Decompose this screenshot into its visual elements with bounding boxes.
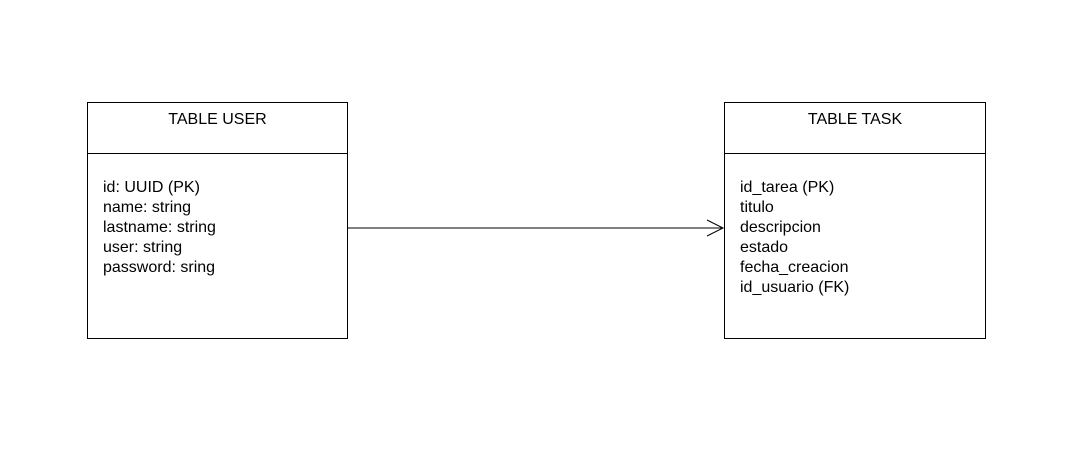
table-user-title: TABLE USER — [88, 103, 347, 154]
table-task-field: id_tarea (PK) — [740, 179, 835, 196]
table-task-field: id_usuario (FK) — [740, 279, 850, 296]
table-task-field: titulo — [740, 199, 774, 216]
table-user-fields: id: UUID (PK) name: string lastname: str… — [88, 154, 347, 278]
table-task-box: TABLE TASK id_tarea (PK) titulo descripc… — [724, 102, 986, 339]
table-user-field: user: string — [103, 239, 183, 256]
table-user-field: password: sring — [103, 259, 216, 276]
table-task-fields: id_tarea (PK) titulo descripcion estado … — [725, 154, 985, 298]
table-task-title: TABLE TASK — [725, 103, 985, 154]
table-user-field: name: string — [103, 199, 192, 216]
table-task-field: descripcion — [740, 219, 821, 236]
table-user-field: id: UUID (PK) — [103, 179, 200, 196]
table-task-field: estado — [740, 239, 789, 256]
table-user-box: TABLE USER id: UUID (PK) name: string la… — [87, 102, 348, 339]
table-user-field: lastname: string — [103, 219, 216, 236]
table-task-field: fecha_creacion — [740, 259, 849, 276]
open-arrow-icon — [706, 219, 725, 237]
